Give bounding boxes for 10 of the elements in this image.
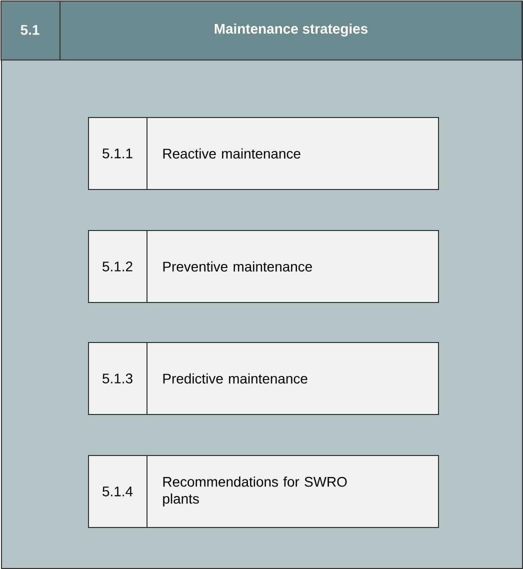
subsection-number: 5.1.2 <box>102 262 132 272</box>
section-number: 5.1 <box>20 25 40 35</box>
subsection-title: Reactive maintenance <box>163 148 300 159</box>
subsection-number: 5.1.4 <box>102 486 133 496</box>
subsection-title: Recommendations for SWRO plants <box>163 476 347 506</box>
section-title: Maintenance strategies <box>214 23 368 37</box>
subsection-number: 5.1.3 <box>102 374 132 384</box>
subsection-title: Predictive maintenance <box>163 373 308 384</box>
subsection-number: 5.1.1 <box>102 148 132 158</box>
subsection-title: Preventive maintenance <box>163 261 312 272</box>
